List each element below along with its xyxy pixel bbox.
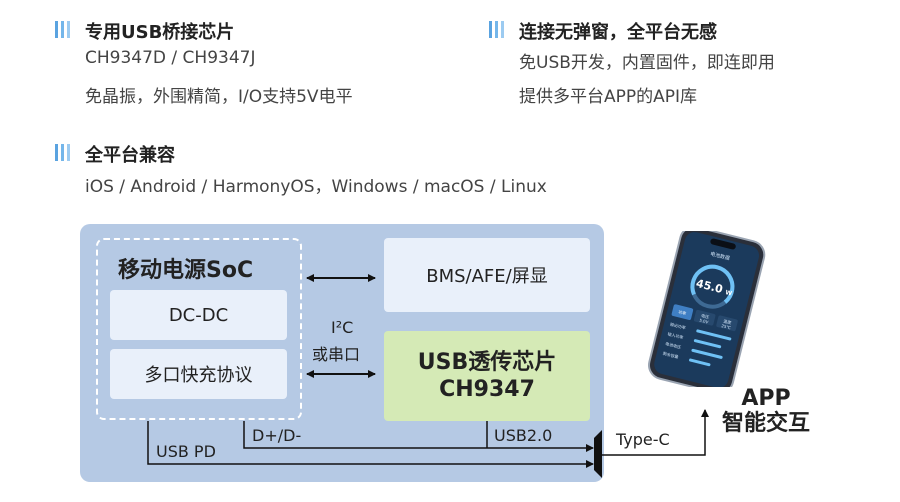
phone-row: 剩余容量 [662, 350, 679, 360]
app-label-line1: APP [741, 386, 791, 411]
soc-group-border [96, 238, 302, 420]
feature-line: 提供多平台APP的API库 [519, 87, 698, 107]
feature-usb-bridge: 专用USB桥接芯片 CH9347D / CH9347J 免晶振，外围精简，I/O… [55, 18, 455, 118]
phone-tab: 电压 [701, 312, 710, 320]
bms-box: BMS/AFE/屏显 [384, 238, 590, 312]
bullet-bars-icon [55, 21, 70, 38]
phone-tab-active [671, 304, 694, 320]
usb20-label: USB2.0 [494, 426, 553, 445]
dcdc-box: DC-DC [110, 290, 287, 340]
feature-line: CH9347D / CH9347J [85, 48, 256, 68]
protocol-box: 多口快充协议 [110, 349, 287, 399]
typec-label: Type-C [616, 430, 670, 449]
usb-chip-box: USB透传芯片 CH9347 [384, 331, 590, 421]
phone-row: 输入功率 [667, 330, 684, 340]
app-label-line2: 智能交互 [722, 411, 811, 436]
usb-chip-model: CH9347 [439, 377, 535, 402]
i2c-label: I²C [331, 318, 354, 337]
app-label: APP 智能交互 [722, 386, 810, 436]
serial-label: 或串口 [312, 345, 361, 364]
phone-power-value: 45.0 [695, 277, 725, 296]
phone-tab: 功率 [678, 308, 687, 316]
phone-row: 电池电压 [665, 340, 682, 350]
usb-chip-name: USB透传芯片 [417, 350, 557, 375]
feature-no-popup: 连接无弹窗，全平台无感 免USB开发，内置固件，即连即用 提供多平台APP的AP… [489, 18, 889, 118]
bullet-bars-icon [489, 21, 504, 38]
phone-tab: 温度 [723, 317, 732, 325]
feature-title: 专用USB桥接芯片 [85, 22, 235, 43]
feature-platforms: 全平台兼容 iOS / Android / HarmonyOS，Windows … [55, 141, 675, 201]
usbpd-line [147, 421, 594, 468]
feature-title: 连接无弹窗，全平台无感 [519, 22, 717, 43]
phone-row: 输出功率 [670, 321, 687, 331]
feature-line: 免晶振，外围精简，I/O支持5V电平 [85, 87, 353, 107]
dpdm-label: D+/D- [252, 426, 302, 445]
bullet-bars-icon [55, 144, 70, 161]
dpdm-line [243, 421, 594, 452]
feature-line: 免USB开发，内置固件，即连即用 [519, 53, 775, 73]
phone-icon: 电池数据 45.0 W 功率 电压 5.0V 温度 25℃ 输出功率 输入功率 … [648, 231, 766, 387]
phone-power-unit: W [725, 289, 733, 297]
phone-header: 电池数据 [710, 250, 731, 262]
phone-tab-value: 25℃ [721, 323, 732, 330]
feature-line: iOS / Android / HarmonyOS，Windows / macO… [85, 177, 547, 197]
usbpd-label: USB PD [156, 442, 216, 461]
phone-tab-value: 5.0V [699, 318, 709, 325]
feature-title: 全平台兼容 [85, 145, 175, 166]
soc-title: 移动电源SoC [118, 258, 254, 283]
typec-phone-line [602, 409, 709, 456]
typec-connector-icon [594, 430, 602, 478]
